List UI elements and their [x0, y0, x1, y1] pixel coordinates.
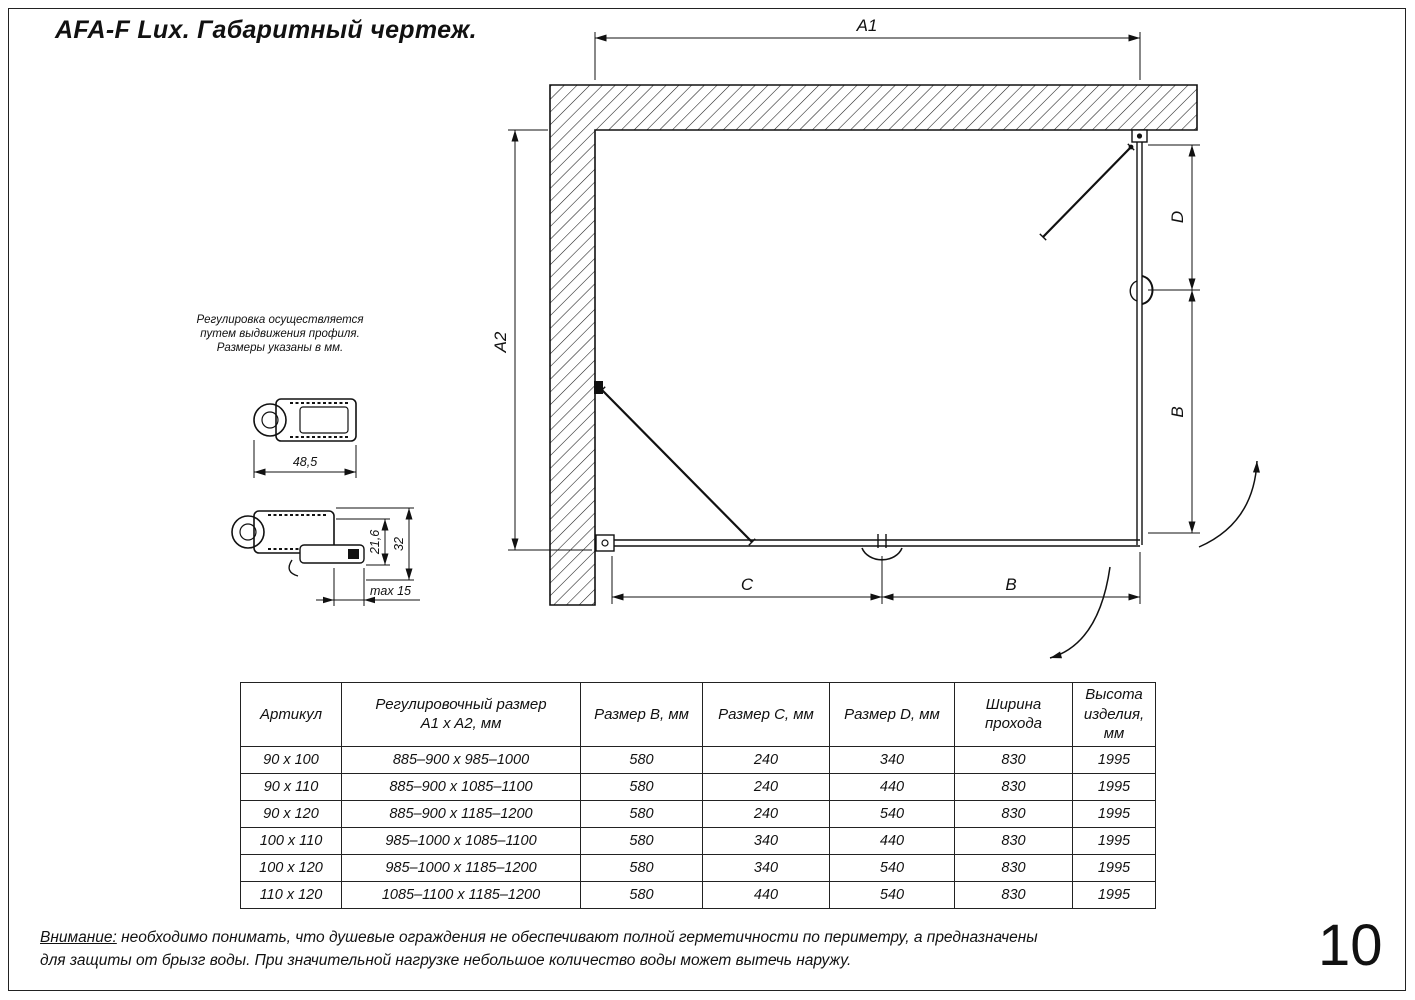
- table-cell: 830: [954, 745, 1073, 774]
- table-cell: 580: [580, 745, 703, 774]
- table-cell: 1995: [1072, 745, 1156, 774]
- table-cell: 110 x 120: [240, 880, 342, 909]
- table-header-cell: Размер B, мм: [580, 682, 703, 747]
- table-cell: 1995: [1072, 880, 1156, 909]
- table-cell: 340: [702, 826, 830, 855]
- warning-line-2: для защиты от брызг воды. При значительн…: [40, 952, 852, 970]
- table-cell: 580: [580, 853, 703, 882]
- table-cell: 1995: [1072, 853, 1156, 882]
- table-cell: 90 x 110: [240, 772, 342, 801]
- table-cell: 885–900 x 1185–1200: [341, 799, 581, 828]
- page-number: 10: [1318, 913, 1383, 978]
- warning-note: Внимание: необходимо понимать, что душев…: [40, 926, 1038, 973]
- dim-d-label: D: [1168, 211, 1187, 223]
- table-cell: 440: [829, 772, 955, 801]
- table-cell: 830: [954, 799, 1073, 828]
- dim-b-right: [1148, 290, 1200, 534]
- dim-a2-label: A2: [491, 331, 510, 353]
- table-cell: 240: [702, 772, 830, 801]
- profile-section-2: [231, 510, 365, 577]
- table-cell: 540: [829, 799, 955, 828]
- table-cell: 885–900 x 985–1000: [341, 745, 581, 774]
- table-cell: 90 x 100: [240, 745, 342, 774]
- profile-dim-inner-label: 21,6: [368, 530, 382, 555]
- dim-b-bottom: [882, 552, 1141, 604]
- shower-enclosure: [595, 129, 1154, 561]
- table-cell: 830: [954, 853, 1073, 882]
- dim-a1-label: A1: [856, 16, 878, 35]
- table-header-cell: Размер D, мм: [829, 682, 955, 747]
- profile-dim-outer-label: 32: [392, 537, 406, 551]
- table-cell: 985–1000 x 1085–1100: [341, 826, 581, 855]
- table-cell: 100 x 120: [240, 853, 342, 882]
- warning-label: Внимание:: [40, 929, 117, 946]
- page-title: AFA-F Lux. Габаритный чертеж.: [55, 16, 477, 44]
- walls: [549, 84, 1198, 606]
- profile-note-line-2: путем выдвижения профиля.: [200, 328, 360, 340]
- table-cell: 440: [702, 880, 830, 909]
- dim-c-label: C: [741, 575, 754, 594]
- door-panel-right: [1039, 143, 1135, 241]
- table-cell: 985–1000 x 1185–1200: [341, 853, 581, 882]
- table-cell: 540: [829, 880, 955, 909]
- profile-note-line-1: Регулировка осуществляется: [197, 314, 364, 326]
- table-cell: 1995: [1072, 772, 1156, 801]
- table-cell: 340: [702, 853, 830, 882]
- table-cell: 580: [580, 772, 703, 801]
- table-cell: 580: [580, 826, 703, 855]
- warning-line-1: Внимание: необходимо понимать, что душев…: [40, 926, 1038, 949]
- table-cell: 440: [829, 826, 955, 855]
- table-cell: 580: [580, 799, 703, 828]
- table-header-cell: Размер C, мм: [702, 682, 830, 747]
- table-cell: 240: [702, 745, 830, 774]
- table-cell: 885–900 x 1085–1100: [341, 772, 581, 801]
- table-cell: 830: [954, 826, 1073, 855]
- table-cell: 1995: [1072, 799, 1156, 828]
- profile-dim-width-label: 48,5: [293, 455, 317, 469]
- table-cell: 1085–1100 x 1185–1200: [341, 880, 581, 909]
- warning-text-1: необходимо понимать, что душевые огражде…: [116, 929, 1038, 946]
- profile-dim-heights: [336, 507, 414, 581]
- table-cell: 240: [702, 799, 830, 828]
- table-cell: 830: [954, 772, 1073, 801]
- profile-note-line-3: Размеры указаны в мм.: [217, 342, 343, 354]
- door-panel-left: [594, 381, 756, 546]
- table-cell: 1995: [1072, 826, 1156, 855]
- dim-b-bottom-label: B: [1005, 575, 1016, 594]
- dim-a1: [594, 32, 1141, 80]
- door-swing-arrows: [1049, 460, 1260, 659]
- table-cell: 90 x 120: [240, 799, 342, 828]
- dim-b-right-label: B: [1168, 406, 1187, 417]
- table-cell: 540: [829, 853, 955, 882]
- profile-dim-width: [253, 440, 357, 478]
- table-cell: 340: [829, 745, 955, 774]
- table-header-cell: Артикул: [240, 682, 342, 747]
- table-cell: 830: [954, 880, 1073, 909]
- table-cell: 580: [580, 880, 703, 909]
- profile-note: Регулировка осуществляется путем выдвиже…: [197, 314, 364, 354]
- profile-dim-max-label: max 15: [370, 584, 411, 598]
- table-cell: 100 x 110: [240, 826, 342, 855]
- profile-section-1: [253, 398, 357, 442]
- profile-dim-max: [316, 568, 420, 606]
- dim-a2: [508, 129, 592, 551]
